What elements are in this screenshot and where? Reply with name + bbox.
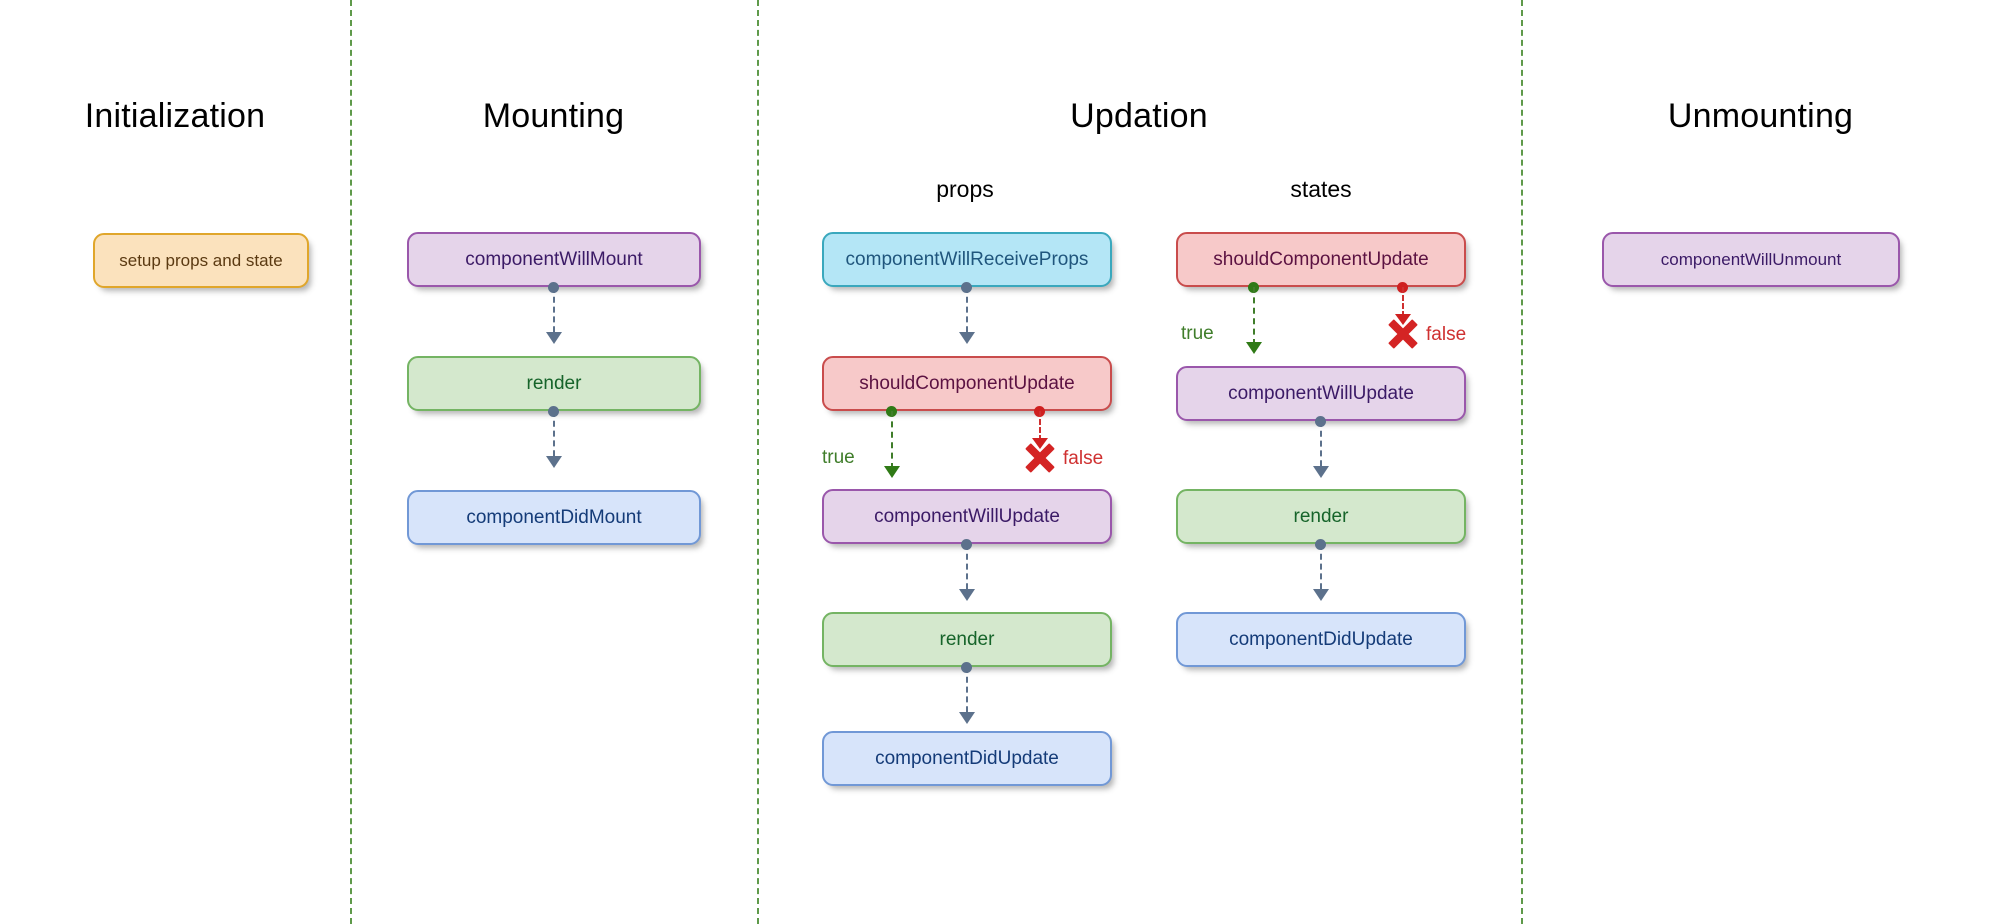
connector-arrowhead-mounting-1 xyxy=(546,332,562,344)
column-divider-1 xyxy=(350,0,352,924)
column-divider-2 xyxy=(757,0,759,924)
branch-line-props-true xyxy=(891,411,893,469)
node-props-component-will-receive-props[interactable]: componentWillReceiveProps xyxy=(822,232,1112,287)
node-mounting-component-did-mount[interactable]: componentDidMount xyxy=(407,490,701,545)
connector-line-props-3 xyxy=(966,667,968,722)
phase-heading-mounting: Mounting xyxy=(482,97,625,135)
connector-line-states-2 xyxy=(1320,544,1322,599)
connector-arrowhead-props-3 xyxy=(959,712,975,724)
node-setup-props-and-state[interactable]: setup props and state xyxy=(93,233,309,288)
branch-label-states-true: true xyxy=(1181,323,1214,344)
node-mounting-render[interactable]: render xyxy=(407,356,701,411)
node-props-component-did-update[interactable]: componentDidUpdate xyxy=(822,731,1112,786)
node-props-render[interactable]: render xyxy=(822,612,1112,667)
connector-line-mounting-1 xyxy=(553,287,555,342)
subcolumn-heading-props: props xyxy=(936,176,994,202)
node-states-component-did-update[interactable]: componentDidUpdate xyxy=(1176,612,1466,667)
phase-heading-initialization: Initialization xyxy=(84,97,266,135)
node-props-should-component-update[interactable]: shouldComponentUpdate xyxy=(822,356,1112,411)
branch-blocked-x-icon-props xyxy=(1023,441,1057,475)
branch-label-props-false: false xyxy=(1063,448,1104,469)
connector-arrowhead-props-2 xyxy=(959,589,975,601)
branch-label-states-false: false xyxy=(1426,324,1467,345)
branch-arrowhead-props-false xyxy=(1032,438,1048,449)
column-divider-3 xyxy=(1521,0,1523,924)
connector-arrowhead-props-1 xyxy=(959,332,975,344)
connector-line-props-1 xyxy=(966,287,968,342)
connector-arrowhead-states-2 xyxy=(1313,589,1329,601)
connector-line-states-1 xyxy=(1320,421,1322,476)
phase-heading-updation: Updation xyxy=(1070,97,1208,135)
phase-heading-unmounting: Unmounting xyxy=(1667,97,1854,135)
branch-arrowhead-states-false xyxy=(1395,314,1411,325)
connector-line-mounting-2 xyxy=(553,411,555,466)
node-states-should-component-update[interactable]: shouldComponentUpdate xyxy=(1176,232,1466,287)
branch-arrowhead-props-true xyxy=(884,466,900,478)
node-states-component-will-update[interactable]: componentWillUpdate xyxy=(1176,366,1466,421)
node-states-render[interactable]: render xyxy=(1176,489,1466,544)
branch-line-states-true xyxy=(1253,287,1255,345)
subcolumn-heading-states: states xyxy=(1290,176,1352,202)
node-component-will-unmount[interactable]: componentWillUnmount xyxy=(1602,232,1900,287)
branch-line-states-false xyxy=(1402,287,1404,317)
connector-arrowhead-states-1 xyxy=(1313,466,1329,478)
node-props-component-will-update[interactable]: componentWillUpdate xyxy=(822,489,1112,544)
node-mounting-component-will-mount[interactable]: componentWillMount xyxy=(407,232,701,287)
branch-blocked-x-icon-states xyxy=(1386,317,1420,351)
branch-label-props-true: true xyxy=(822,447,855,468)
connector-line-props-2 xyxy=(966,544,968,599)
connector-arrowhead-mounting-2 xyxy=(546,456,562,468)
branch-arrowhead-states-true xyxy=(1246,342,1262,354)
branch-line-props-false xyxy=(1039,411,1041,441)
